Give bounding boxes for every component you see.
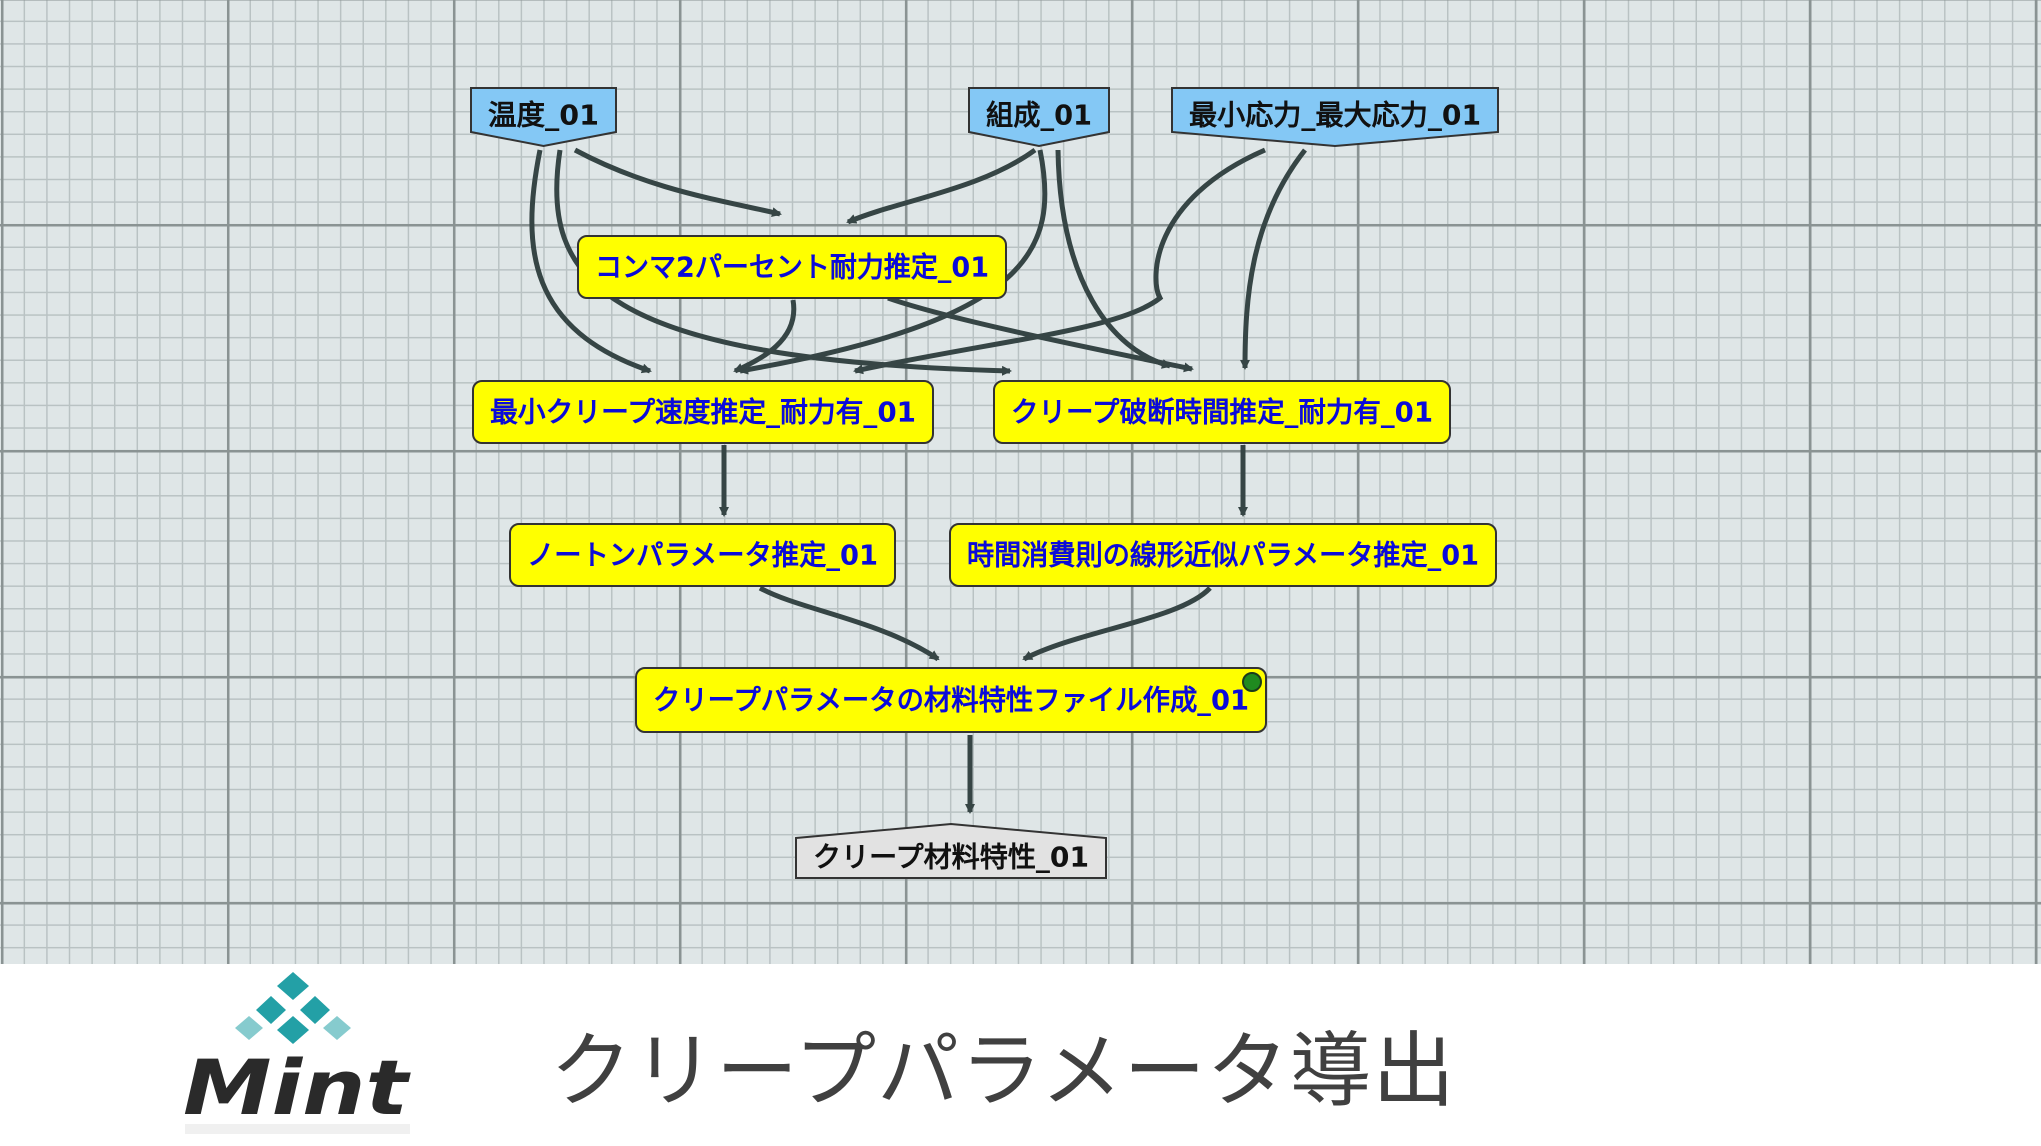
process-node-shape (949, 523, 1497, 587)
edge-temperature-to-min_creep (554, 149, 1012, 376)
node-stress[interactable]: 最小応力_最大応力_01 (1171, 87, 1499, 148)
node-rupture[interactable]: クリープ破断時間推定_耐力有_01 (993, 380, 1451, 444)
process-node-shape (635, 667, 1267, 733)
node-label: 組成_01 (986, 99, 1092, 132)
process-node-shape (993, 380, 1451, 444)
node-proof[interactable]: コンマ2パーセント耐力推定_01 (577, 235, 1007, 299)
edge-temperature-to-rupture (573, 147, 782, 218)
edge-norton-to-material_file (758, 585, 940, 662)
logo-wordmark: Mint (183, 1043, 411, 1132)
node-label: 最小クリープ速度推定_耐力有_01 (490, 396, 916, 429)
node-label: ノートンパラメータ推定_01 (527, 539, 878, 572)
edge-stress-to-rupture (1240, 148, 1307, 370)
mint-logo: Mint (183, 972, 411, 1134)
node-label: コンマ2パーセント耐力推定_01 (595, 251, 989, 284)
input-node-shape (968, 87, 1110, 148)
edge-stress-to-min_creep (853, 147, 1266, 375)
edge-temperature-to-proof (529, 149, 652, 374)
logo-reflection (185, 1124, 410, 1134)
node-label: クリープ材料特性_01 (813, 841, 1089, 874)
nodes-layer: 温度_01 組成_01 最小応力_最大応力_01 コンマ2パーセント耐力推定_01 最小… (470, 87, 1499, 879)
node-norton[interactable]: ノートンパラメータ推定_01 (509, 523, 896, 587)
process-node-shape (472, 380, 934, 444)
process-node-shape (577, 235, 1007, 299)
node-time_consumption[interactable]: 時間消費則の線形近似パラメータ推定_01 (949, 523, 1497, 587)
node-label: クリープ破断時間推定_耐力有_01 (1011, 396, 1433, 429)
page-title: クリープパラメータ導出 (550, 1024, 1456, 1119)
edge-composition-to-rupture (1055, 149, 1172, 369)
node-min_creep[interactable]: 最小クリープ速度推定_耐力有_01 (472, 380, 934, 444)
node-composition[interactable]: 組成_01 (968, 87, 1110, 148)
edge-proof-to-rupture (887, 295, 1194, 373)
edge-time_consumption-to-material_file (1022, 586, 1212, 662)
input-node-shape (1171, 87, 1499, 148)
node-material_file[interactable]: クリープパラメータの材料特性ファイル作成_01 (635, 667, 1267, 733)
status-indicator-icon (1242, 672, 1262, 692)
node-label: 最小応力_最大応力_01 (1189, 99, 1481, 132)
process-node-shape (509, 523, 896, 587)
node-label: 時間消費則の線形近似パラメータ推定_01 (967, 539, 1479, 572)
input-node-shape (470, 87, 617, 148)
output-node-shape (795, 822, 1107, 879)
node-label: クリープパラメータの材料特性ファイル作成_01 (653, 684, 1249, 717)
node-temperature[interactable]: 温度_01 (470, 87, 617, 148)
workflow-canvas[interactable]: 温度_01 組成_01 最小応力_最大応力_01 コンマ2パーセント耐力推定_01 最小… (0, 0, 2041, 964)
logo-diamond-icon (235, 972, 351, 1044)
footer-banner: Mint クリープパラメータ導出 (0, 964, 2041, 1146)
workflow-diagram: 温度_01 組成_01 最小応力_最大応力_01 コンマ2パーセント耐力推定_01 最小… (470, 87, 1499, 879)
node-creep_props[interactable]: クリープ材料特性_01 (795, 822, 1107, 879)
edge-composition-to-proof (846, 147, 1037, 225)
node-label: 温度_01 (488, 99, 599, 132)
edge-proof-to-min_creep (733, 299, 797, 374)
